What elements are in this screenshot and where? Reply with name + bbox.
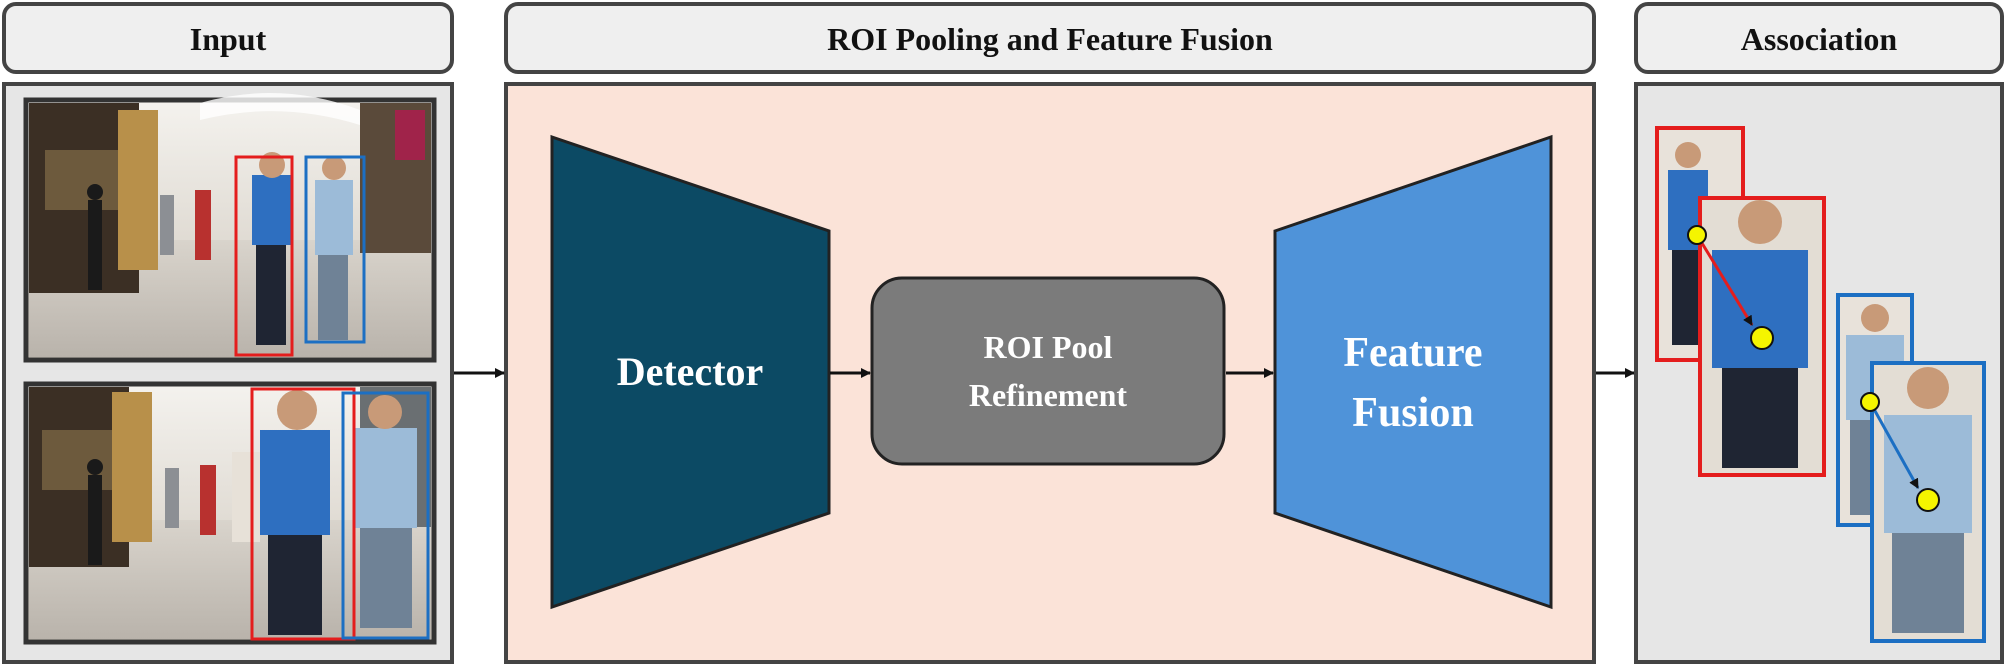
association-arrow-red	[1695, 234, 1754, 326]
roi-header: ROI Pooling and Feature Fusion	[504, 2, 1596, 74]
red-track-crops	[1655, 126, 1826, 477]
blue-bounding-box	[304, 155, 366, 344]
association-point	[1916, 488, 1940, 512]
roi-pool-block: ROI Pool Refinement	[870, 276, 1226, 466]
feature-fusion-label-line2: Fusion	[1352, 390, 1473, 436]
association-point	[1687, 225, 1707, 245]
roi-panel: Detector ROI Pool Refinement Feature Fus…	[504, 82, 1596, 664]
input-frame-1	[23, 93, 437, 363]
red-bounding-box	[250, 387, 356, 641]
blue-track-crops	[1836, 293, 1986, 643]
feature-fusion-block: Feature Fusion	[1273, 134, 1553, 610]
association-title: Association	[1741, 21, 1898, 57]
input-header: Input	[2, 2, 454, 74]
detector-label: Detector	[617, 349, 764, 394]
roi-pool-label-line2: Refinement	[969, 377, 1128, 413]
association-arrow-blue	[1868, 401, 1920, 489]
association-point	[1750, 326, 1774, 350]
association-header: Association	[1634, 2, 2004, 74]
association-point	[1860, 392, 1880, 412]
input-frame-2	[23, 381, 437, 645]
blue-bounding-box	[341, 391, 430, 640]
roi-section-title: ROI Pooling and Feature Fusion	[827, 21, 1273, 57]
input-panel	[2, 82, 454, 664]
input-title: Input	[190, 21, 267, 57]
red-bounding-box	[234, 155, 294, 357]
detector-block: Detector	[550, 134, 831, 610]
feature-fusion-label-line1: Feature	[1343, 330, 1482, 376]
association-panel	[1634, 82, 2004, 664]
roi-pool-label-line1: ROI Pool	[984, 329, 1113, 365]
